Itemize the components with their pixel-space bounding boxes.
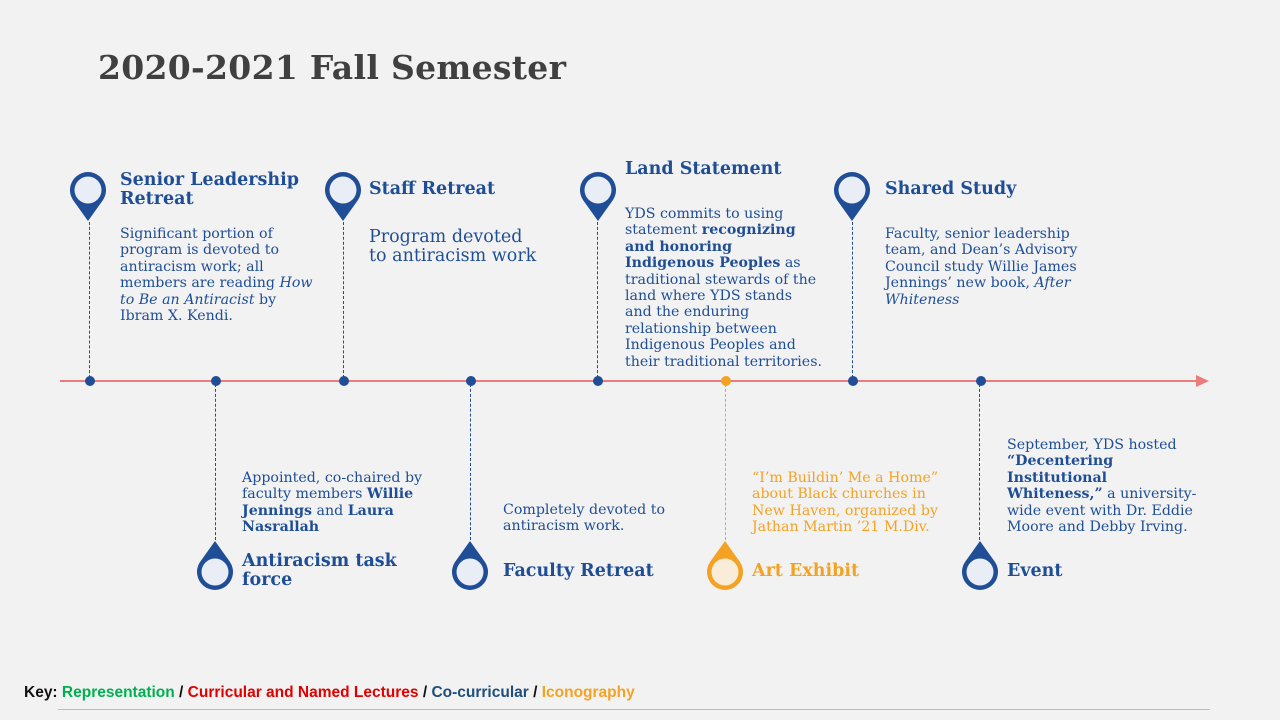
event-title: Shared Study	[885, 179, 1017, 199]
map-pin-icon	[580, 172, 616, 221]
timeline-dot	[976, 376, 986, 386]
connector-line	[852, 222, 853, 378]
connector-line	[215, 384, 216, 540]
event-description: YDS commits to using statement recognizi…	[625, 206, 822, 370]
map-pin-icon	[834, 172, 870, 221]
timeline-dot	[339, 376, 349, 386]
event-title: Antiracism task force	[242, 551, 397, 590]
key-separator: /	[174, 684, 188, 701]
emphasis-text: recognizing and honoring Indigenous Peop…	[625, 222, 796, 272]
key-item-curricular: Curricular and Named Lectures	[187, 684, 419, 701]
map-pin-icon	[962, 541, 998, 590]
map-pin-icon	[707, 541, 743, 590]
connector-line	[979, 384, 980, 540]
emphasis-text: Willie Jennings	[242, 486, 414, 519]
event-title: Event	[1007, 561, 1063, 581]
map-pin-icon	[452, 541, 488, 590]
page-title: 2020-2021 Fall Semester	[98, 48, 567, 87]
key-underline	[58, 709, 1210, 710]
connector-line	[597, 222, 598, 378]
key-item-representation: Representation	[61, 684, 175, 701]
key-item-iconography: Iconography	[541, 684, 635, 701]
key-item-cocurricular: Co-curricular	[431, 684, 529, 701]
map-pin-icon	[325, 172, 361, 221]
italic-text: How to Be an Antiracist	[120, 275, 313, 308]
event-description: Significant portion of program is devote…	[120, 226, 313, 325]
connector-line	[89, 222, 90, 378]
timeline-arrowhead	[1196, 375, 1209, 387]
event-title: Faculty Retreat	[503, 561, 654, 581]
emphasis-text: Laura Nasrallah	[242, 502, 394, 536]
event-title: Staff Retreat	[369, 179, 496, 199]
timeline-dot	[848, 376, 858, 386]
event-description: September, YDS hosted “Decentering Insti…	[1007, 437, 1197, 536]
key-separator: /	[528, 684, 542, 701]
key-label: Key:	[24, 684, 62, 701]
timeline-dot	[721, 376, 731, 386]
connector-line	[343, 222, 344, 378]
connector-line	[470, 384, 471, 540]
color-key: Key: Representation / Curricular and Nam…	[24, 684, 635, 702]
map-pin-icon	[197, 541, 233, 590]
timeline-dot	[85, 376, 95, 386]
event-title: Land Statement	[625, 159, 782, 179]
timeline-axis	[60, 380, 1200, 382]
key-separator: /	[418, 684, 432, 701]
event-description: Completely devoted to antiracism work.	[503, 502, 665, 535]
timeline-dot	[211, 376, 221, 386]
event-description: Faculty, senior leadership team, and Dea…	[885, 226, 1078, 308]
emphasis-text: “Decentering Institutional Whiteness,”	[1007, 453, 1114, 503]
timeline-dot	[466, 376, 476, 386]
event-description: Appointed, co-chaired by faculty members…	[242, 470, 423, 536]
connector-line	[725, 384, 726, 540]
event-description: Program devoted to antiracism work	[369, 227, 537, 266]
italic-text: After Whiteness	[885, 275, 1071, 308]
map-pin-icon	[70, 172, 106, 221]
event-description: “I’m Buildin’ Me a Home” about Black chu…	[752, 470, 939, 536]
event-title: Art Exhibit	[752, 561, 860, 581]
event-title: Senior Leadership Retreat	[120, 170, 299, 209]
timeline-dot	[593, 376, 603, 386]
